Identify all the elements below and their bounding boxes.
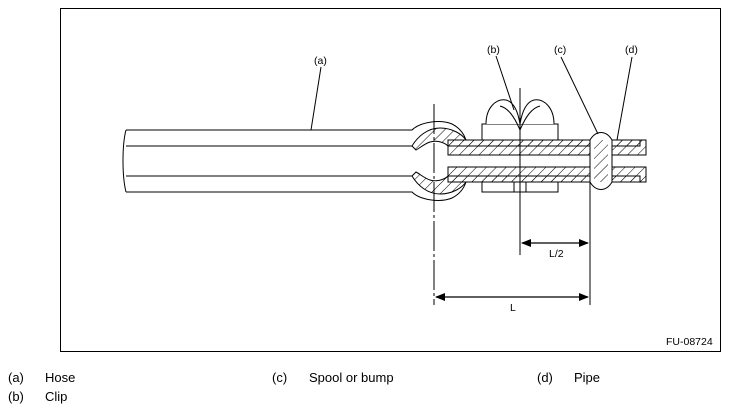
legend-item-pipe: (d) Pipe: [537, 370, 697, 388]
legend-item-hose: (a) Hose: [8, 370, 208, 388]
figure-code: FU-08724: [666, 336, 713, 348]
legend-text: Pipe: [574, 370, 601, 385]
pipe-wall-top: [447, 139, 647, 156]
legend-key: (a): [8, 370, 24, 385]
callout-c-label: (c): [554, 44, 566, 56]
callout-leaders: [310, 55, 633, 141]
callout-d-label: (d): [625, 44, 638, 56]
legend-text: Clip: [45, 389, 68, 404]
figure-frame: [60, 8, 721, 352]
legend-item-spool-or-bump: (c) Spool or bump: [272, 370, 472, 388]
dimension-length-label: L: [510, 302, 516, 314]
dimension-half-length-label: L/2: [549, 248, 564, 260]
hose: [122, 121, 467, 201]
legend-key: (c): [272, 370, 288, 385]
callout-a-label: (a): [314, 55, 327, 67]
reference-lines: [433, 88, 591, 305]
legend-key: (b): [8, 389, 24, 404]
legend-key: (d): [537, 370, 553, 385]
pipe-wall-bottom: [447, 166, 647, 183]
legend: (a) Hose (b) Clip (c) Spool or bump (d) …: [0, 366, 730, 410]
callout-b-label: (b): [487, 44, 500, 56]
legend-item-clip: (b) Clip: [8, 389, 208, 407]
legend-text: Hose: [45, 370, 76, 385]
legend-text: Spool or bump: [309, 370, 394, 385]
